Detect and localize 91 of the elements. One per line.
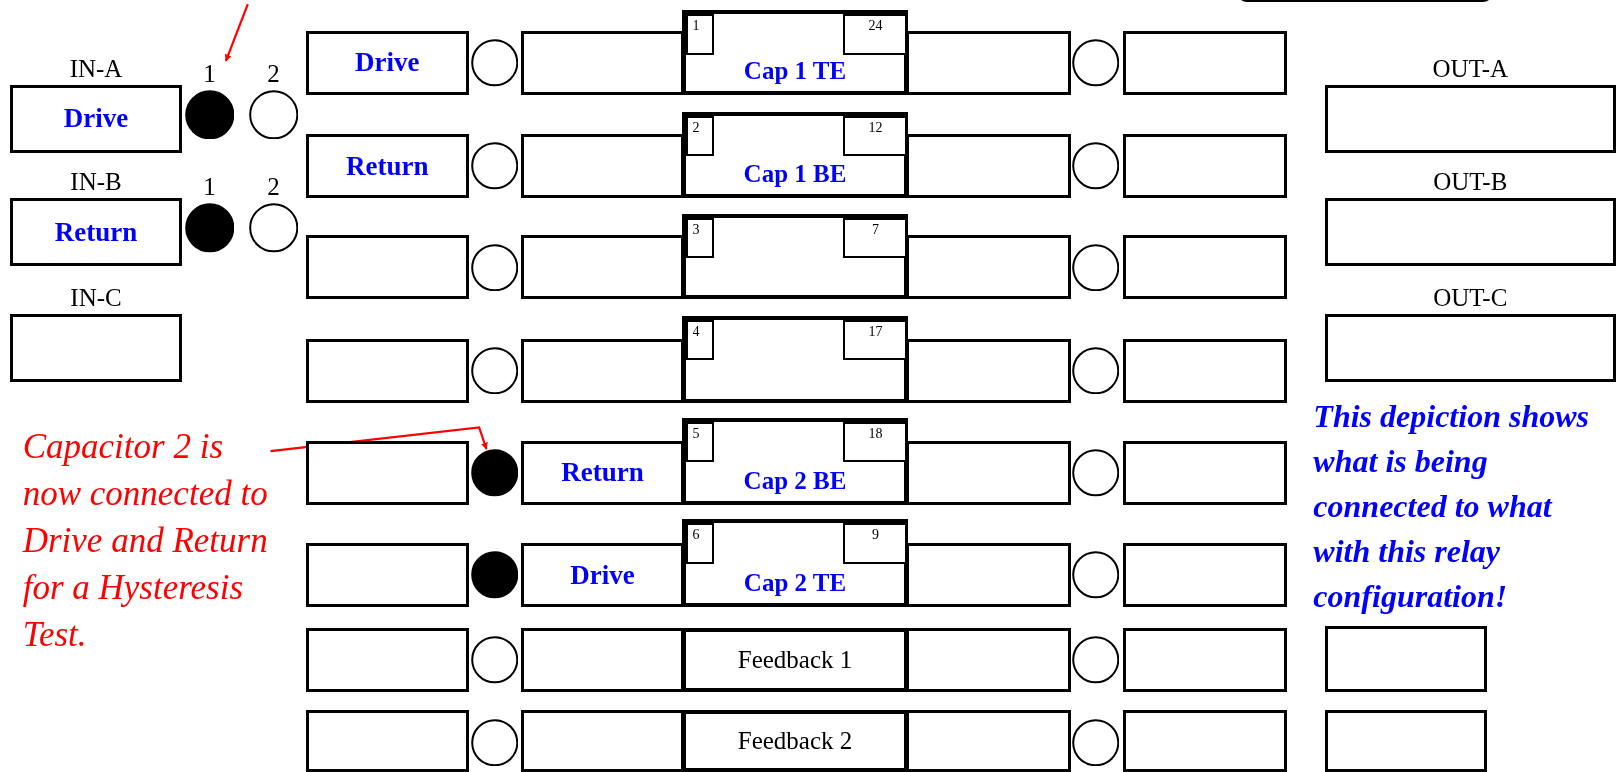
terminal-block bbox=[905, 134, 1071, 199]
terminal-block bbox=[1324, 710, 1487, 772]
capacitor-label: Cap 2 TE bbox=[742, 569, 848, 598]
terminal-block bbox=[305, 710, 469, 772]
capacitor-terminal-block bbox=[682, 111, 908, 199]
annotation-text: Capacitor 2 is now connected to Drive and Return for a Hysteresis Test. bbox=[22, 423, 271, 656]
pin-number-tag: 3 bbox=[686, 217, 715, 258]
pin-number-tag: 1 bbox=[686, 14, 715, 55]
terminal-block bbox=[905, 710, 1071, 772]
capacitor-terminal-block bbox=[682, 315, 908, 403]
pin-number-tag: 2 bbox=[686, 115, 715, 156]
terminal-block bbox=[905, 235, 1071, 300]
open-contact bbox=[470, 636, 519, 684]
terminal-block bbox=[521, 235, 684, 300]
terminal-block: Return bbox=[521, 440, 684, 505]
open-contact bbox=[1071, 636, 1120, 684]
capacitor-terminal-block bbox=[682, 213, 908, 300]
terminal-block bbox=[905, 627, 1071, 692]
capacitor-label: Cap 1 BE bbox=[742, 160, 848, 189]
terminal-block bbox=[1123, 440, 1287, 505]
closed-contact bbox=[470, 449, 519, 497]
pin-number-tag: 5 bbox=[686, 422, 715, 463]
terminal-heading: OUT-B bbox=[1433, 169, 1508, 195]
contact-number: 1 bbox=[203, 174, 216, 200]
terminal-block: Drive bbox=[305, 30, 469, 95]
pin-number-tag: 6 bbox=[686, 523, 715, 564]
open-contact bbox=[470, 142, 519, 190]
capacitor-label: Feedback 2 bbox=[736, 727, 854, 756]
terminal-block bbox=[905, 338, 1071, 403]
terminal-block bbox=[1324, 625, 1487, 692]
contact-number: 1 bbox=[203, 60, 216, 86]
terminal-block bbox=[305, 440, 469, 505]
terminal-heading: IN-B bbox=[70, 169, 122, 195]
closed-contact bbox=[470, 551, 519, 599]
terminal-block bbox=[905, 440, 1071, 505]
capacitor-label: Feedback 1 bbox=[736, 645, 854, 674]
contact-number: 2 bbox=[267, 174, 280, 200]
capacitor-label: Cap 1 TE bbox=[742, 56, 848, 85]
terminal-block: Return bbox=[305, 134, 469, 199]
capacitor-terminal-block bbox=[682, 519, 908, 608]
open-contact bbox=[1071, 551, 1120, 599]
terminal-block: Drive bbox=[10, 84, 182, 153]
terminal-block bbox=[905, 30, 1071, 95]
capacitor-terminal-block bbox=[682, 627, 908, 692]
terminal-block bbox=[1123, 235, 1287, 300]
terminal-heading: OUT-C bbox=[1433, 284, 1508, 310]
terminal-block bbox=[305, 235, 469, 300]
terminal-block bbox=[305, 338, 469, 403]
open-contact bbox=[470, 718, 519, 767]
terminal-heading: IN-A bbox=[69, 55, 123, 81]
terminal-block bbox=[521, 338, 684, 403]
terminal-block bbox=[905, 543, 1071, 608]
terminal-block bbox=[521, 710, 684, 772]
open-contact bbox=[1071, 39, 1120, 87]
terminal-heading: OUT-A bbox=[1432, 55, 1509, 81]
open-contact bbox=[1071, 142, 1120, 190]
pin-number-tag: 9 bbox=[843, 523, 908, 564]
pin-number-tag: 4 bbox=[686, 319, 715, 361]
terminal-block bbox=[521, 30, 684, 95]
capacitor-label: Cap 2 BE bbox=[742, 466, 848, 495]
terminal-block bbox=[1123, 710, 1287, 772]
terminal-block bbox=[521, 134, 684, 199]
terminal-block bbox=[1123, 338, 1287, 403]
open-contact bbox=[1071, 718, 1120, 767]
terminal-block: Drive bbox=[521, 543, 684, 608]
terminal-block bbox=[1123, 627, 1287, 692]
arrow bbox=[224, 3, 249, 62]
note-text: This depiction shows what is being connected to what with this relay configuration! bbox=[1313, 397, 1590, 617]
terminal-heading: IN-C bbox=[70, 284, 122, 310]
pin-number-tag: 18 bbox=[843, 422, 908, 463]
capacitor-terminal-block bbox=[682, 710, 908, 772]
open-contact bbox=[1071, 346, 1120, 395]
open-contact bbox=[470, 243, 519, 292]
terminal-block bbox=[1123, 134, 1287, 199]
pin-number-tag: 17 bbox=[843, 319, 908, 361]
terminal-block bbox=[305, 627, 469, 692]
capacitor-terminal-block bbox=[682, 418, 908, 505]
capacitor-terminal-block bbox=[682, 10, 908, 95]
open-contact bbox=[1071, 243, 1120, 292]
open-contact bbox=[470, 346, 519, 395]
pin-number-tag: 7 bbox=[843, 217, 908, 258]
open-contact bbox=[1071, 449, 1120, 497]
contact-number: 2 bbox=[267, 60, 280, 86]
terminal-block bbox=[521, 627, 684, 692]
pin-number-tag: 24 bbox=[843, 14, 908, 55]
terminal-block: Return bbox=[10, 198, 182, 267]
open-contact bbox=[470, 39, 519, 87]
terminal-block bbox=[305, 543, 469, 608]
terminal-block bbox=[1123, 543, 1287, 608]
pin-number-tag: 12 bbox=[843, 115, 908, 156]
terminal-block bbox=[1123, 30, 1287, 95]
